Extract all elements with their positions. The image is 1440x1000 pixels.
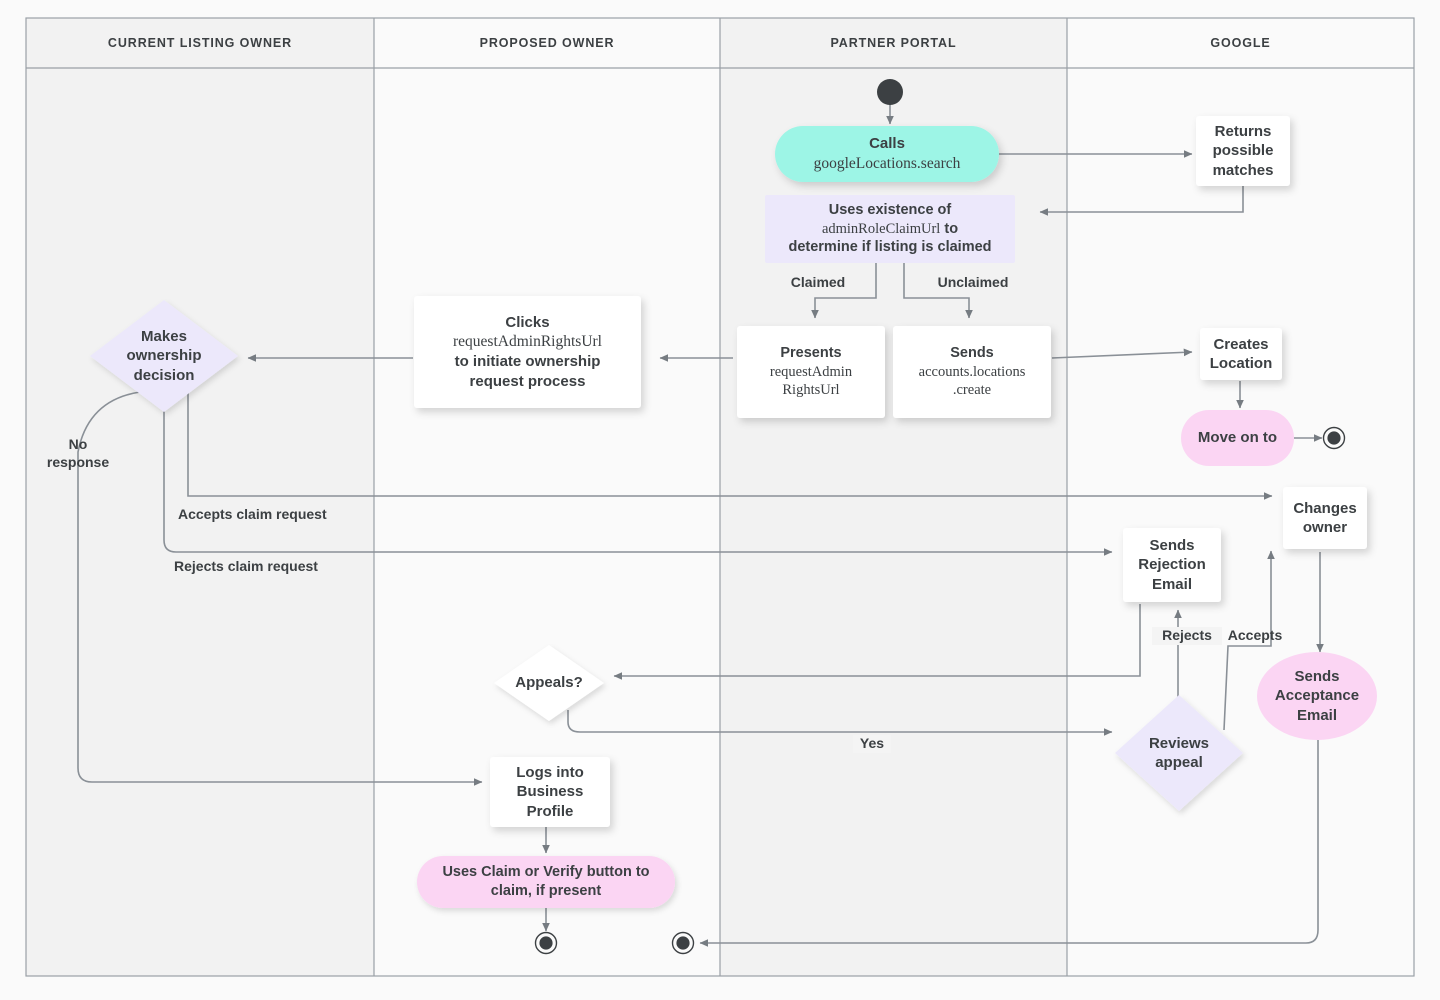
- node-label-presents-request-admin-rights-url[interactable]: Presents requestAdmin RightsUrl: [737, 326, 885, 418]
- edge-rejects-claim-request: [163, 392, 1113, 556]
- node-sends-rejection-email[interactable]: [1123, 528, 1221, 602]
- lane-header-current-listing-owner: CURRENT LISTING OWNER: [26, 18, 374, 68]
- lane-header-proposed-owner: PROPOSED OWNER: [374, 18, 720, 68]
- node-label-sends-accounts-locations-create[interactable]: Sends accounts.locations .create: [893, 326, 1051, 418]
- sendscreate-line3: .create: [952, 382, 992, 399]
- connectors: [77, 104, 1324, 947]
- node-label-makes-ownership-decision[interactable]: Makes ownership decision: [126, 328, 202, 384]
- node-reviews-appeal[interactable]: [1115, 695, 1243, 811]
- node-label-uses-existence[interactable]: Uses existence of adminRoleClaimUrl to d…: [765, 195, 1015, 263]
- node-sends-accounts-locations-create[interactable]: [893, 326, 1051, 418]
- calls-line1: Calls: [869, 135, 905, 153]
- node-logs-into-business-profile[interactable]: [490, 757, 610, 827]
- node-shapes: [90, 79, 1377, 955]
- node-label-sends-acceptance-email[interactable]: Sends Acceptance Email: [1274, 668, 1360, 724]
- edge-uses-claimed: [811, 263, 877, 319]
- edge-label-yes: Yes: [853, 735, 891, 753]
- end-node-google: [1327, 431, 1341, 445]
- node-makes-ownership-decision[interactable]: [90, 300, 238, 412]
- node-uses-existence-admin-role-claim-url[interactable]: [765, 195, 1015, 263]
- clicks-line4: request process: [469, 372, 586, 390]
- lane-borders: [25, 17, 1415, 977]
- end-node-proposed-owner: [539, 936, 553, 950]
- node-sends-acceptance-email[interactable]: [1257, 652, 1377, 740]
- edge-acceptance-to-end: [699, 740, 1319, 947]
- lane-header-partner-portal: PARTNER PORTAL: [720, 18, 1067, 68]
- node-label-sends-rejection-email[interactable]: Sends Rejection Email: [1138, 537, 1206, 593]
- uses-line1: Uses existence of: [828, 202, 952, 219]
- presents-line3: RightsUrl: [782, 382, 840, 399]
- edge-accepts-claim-request: [187, 392, 1273, 500]
- uses-line2: adminRoleClaimUrl: [821, 220, 941, 237]
- node-calls-google-locations-search[interactable]: [775, 126, 999, 182]
- clicks-line1: Clicks: [505, 314, 550, 332]
- end-node-partner-portal: [676, 936, 690, 950]
- lane-header-label: GOOGLE: [1210, 36, 1271, 50]
- calls-line2: googleLocations.search: [813, 154, 961, 172]
- edge-appeals-yes: [567, 710, 1113, 736]
- start-node: [877, 79, 903, 105]
- edge-rejection-to-appeals: [613, 604, 1141, 680]
- node-label-uses-claim-or-verify-button[interactable]: Uses Claim or Verify button to claim, if…: [442, 864, 650, 899]
- node-label-appeals[interactable]: Appeals?: [515, 674, 583, 692]
- node-label-calls-google-locations-search[interactable]: Calls googleLocations.search: [775, 126, 999, 182]
- edge-label-rejects: Rejects: [1152, 627, 1222, 645]
- presents-line1: Presents: [780, 345, 842, 362]
- node-label-reviews-appeal[interactable]: Reviews appeal: [1148, 734, 1210, 771]
- node-label-creates-location[interactable]: Creates Location: [1209, 335, 1273, 372]
- edge-returns-to-uses: [1039, 186, 1244, 216]
- node-label-changes-owner[interactable]: Changes owner: [1293, 499, 1357, 536]
- lane-header-label: PARTNER PORTAL: [830, 36, 957, 50]
- edge-label-unclaimed: Unclaimed: [937, 274, 1009, 290]
- sendscreate-line1: Sends: [950, 345, 994, 362]
- clicks-line2: requestAdminRightsUrl: [453, 333, 602, 351]
- presents-line2: requestAdmin: [769, 363, 853, 380]
- node-changes-owner[interactable]: [1283, 487, 1367, 549]
- node-label-move-on-to[interactable]: Move on to: [1197, 429, 1278, 447]
- edge-label-accepts: Accepts: [1227, 627, 1283, 643]
- node-appeals[interactable]: [494, 645, 604, 721]
- edge-label-accepts-claim-request: Accepts claim request: [178, 506, 327, 522]
- edge-create-to-createslocation: [1051, 348, 1193, 359]
- uses-line2-suffix: to: [944, 220, 959, 237]
- edge-no-response: [77, 391, 483, 786]
- node-returns-possible-matches[interactable]: [1196, 116, 1290, 186]
- uses-line3: determine if listing is claimed: [788, 239, 992, 256]
- node-uses-claim-or-verify-button[interactable]: [417, 856, 675, 908]
- node-move-on-to[interactable]: [1181, 410, 1294, 466]
- edge-uses-unclaimed: [903, 263, 973, 319]
- lane-header-label: PROPOSED OWNER: [479, 36, 615, 50]
- node-clicks-request-admin-rights-url[interactable]: [414, 296, 641, 408]
- node-label-returns-possible-matches[interactable]: Returns possible matches: [1212, 123, 1274, 179]
- node-presents-request-admin-rights-url[interactable]: [737, 326, 885, 418]
- edge-reviews-accepts: [1223, 550, 1275, 731]
- edge-label-claimed: Claimed: [790, 274, 846, 290]
- node-label-logs-into-business-profile[interactable]: Logs into Business Profile: [516, 764, 584, 820]
- edge-label-no-response: No response: [46, 436, 110, 470]
- sendscreate-line2: accounts.locations: [918, 363, 1026, 380]
- node-label-clicks-request-admin-rights-url[interactable]: Clicks requestAdminRightsUrl to initiate…: [414, 296, 641, 408]
- lane-header-google: GOOGLE: [1067, 18, 1414, 68]
- clicks-line3: to initiate ownership: [454, 353, 601, 371]
- node-creates-location[interactable]: [1200, 328, 1282, 380]
- lane-header-label: CURRENT LISTING OWNER: [107, 36, 293, 50]
- edge-label-rejects-claim-request: Rejects claim request: [174, 558, 318, 574]
